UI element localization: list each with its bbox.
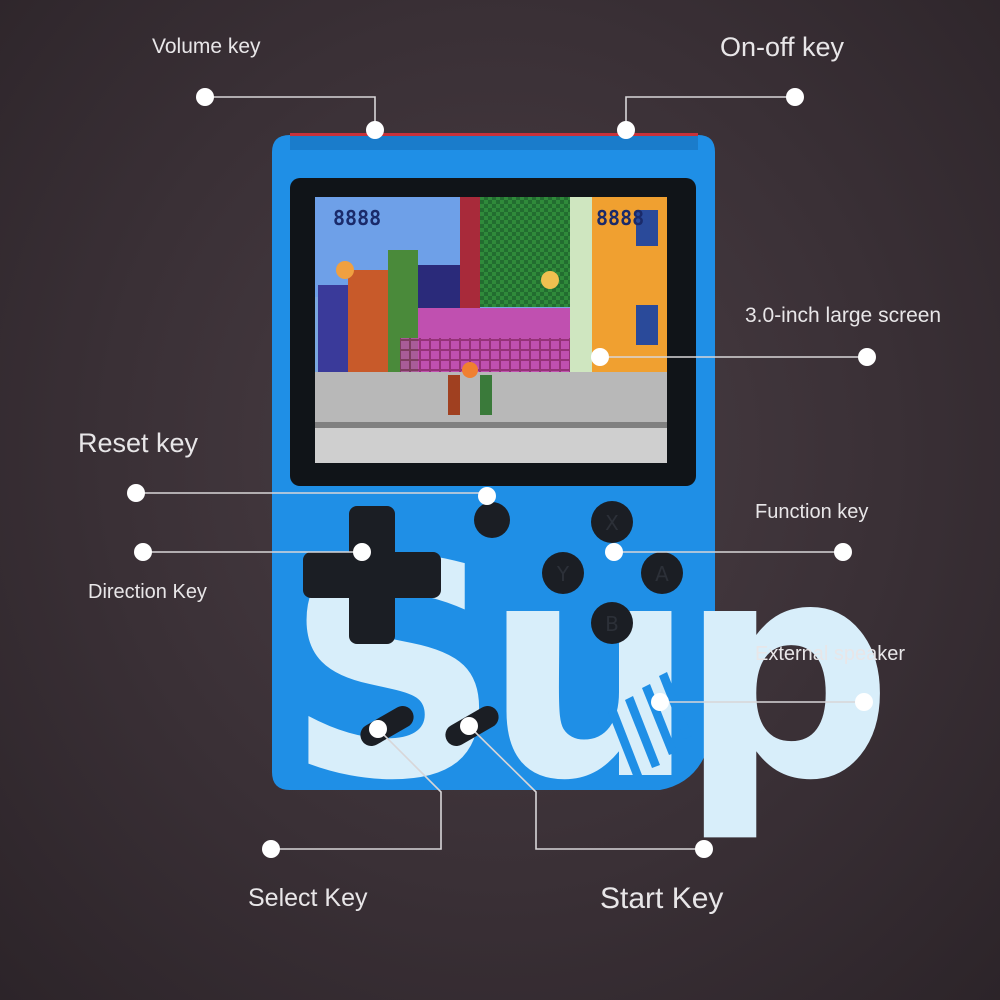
label-screen: 3.0-inch large screen (745, 304, 942, 327)
dot-start (460, 717, 478, 735)
label-external-speaker: External speaker (755, 643, 906, 665)
label-function-key: Function key (755, 501, 869, 523)
leader-volume (205, 96, 376, 130)
svg-text:Y: Y (556, 562, 570, 586)
dot-start-end (695, 840, 713, 858)
dot-select (369, 720, 387, 738)
game-screen: 8888 8888 (315, 197, 667, 463)
callout-lines (136, 96, 867, 850)
face-button-a[interactable]: A (641, 552, 683, 594)
dot-direction (353, 543, 371, 561)
face-button-y[interactable]: Y (542, 552, 584, 594)
label-select-key: Select Key (248, 884, 368, 912)
dot-speaker (651, 693, 669, 711)
speaker-grille (608, 672, 692, 778)
dot-direction-end (134, 543, 152, 561)
game-console: 8888 8888 Sup X Y A B (272, 133, 898, 846)
reset-button[interactable] (474, 502, 510, 538)
svg-text:X: X (605, 511, 619, 535)
label-volume-key: Volume key (152, 35, 261, 58)
callout-dots (127, 88, 876, 858)
dot-reset (478, 487, 496, 505)
dot-onoff-end (786, 88, 804, 106)
svg-text:A: A (655, 562, 669, 586)
dot-speaker-end (855, 693, 873, 711)
dot-function-end (834, 543, 852, 561)
dot-volume-key (366, 121, 384, 139)
label-reset-key: Reset key (78, 428, 199, 458)
dot-reset-end (127, 484, 145, 502)
score-right: 8888 (596, 206, 644, 230)
leader-start (468, 725, 704, 850)
face-button-b[interactable]: B (591, 602, 633, 644)
direction-pad[interactable] (303, 506, 441, 644)
top-edge-shadow (290, 135, 698, 150)
score-left: 8888 (333, 206, 381, 230)
face-button-x[interactable]: X (591, 501, 633, 543)
dot-screen-end (858, 348, 876, 366)
dot-volume-end (196, 88, 214, 106)
leader-select (271, 728, 442, 850)
red-top-edge (290, 133, 698, 136)
dot-function (605, 543, 623, 561)
dot-select-end (262, 840, 280, 858)
label-start-key: Start Key (600, 882, 724, 915)
dot-screen (591, 348, 609, 366)
label-on-off-key: On-off key (720, 32, 845, 62)
leader-onoff (625, 96, 795, 130)
dot-onoff-key (617, 121, 635, 139)
label-direction-key: Direction Key (88, 581, 207, 603)
svg-text:B: B (605, 612, 619, 636)
